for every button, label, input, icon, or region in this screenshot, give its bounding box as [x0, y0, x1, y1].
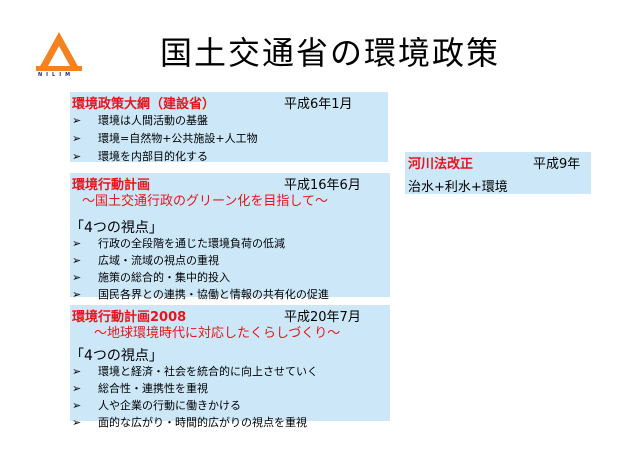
box1-heading: 環境政策大綱（建設省） — [72, 97, 216, 112]
box4-body: 治水+利水+環境 — [408, 180, 508, 195]
box-environment-policy-outline: 環境政策大綱（建設省） 平成6年1月 ➢環境は人間活動の基盤 ➢環境=自然物+公… — [70, 92, 388, 163]
box2-subtitle: ～国土交通行政のグリーン化を目指して～ — [82, 194, 328, 209]
box2-viewpoints: 「4つの視点」 — [70, 220, 163, 236]
box-environment-action-plan-2008: 環境行動計画2008 平成20年7月 ～地球環境時代に対応したくらしづくり～ 「… — [70, 305, 390, 429]
list-item: ➢環境=自然物+公共施設+人工物 — [72, 132, 258, 145]
nilim-logo-icon — [36, 32, 82, 71]
box3-viewpoints: 「4つの視点」 — [70, 348, 163, 364]
box3-date: 平成20年7月 — [284, 310, 361, 325]
logo-text: NILIM — [38, 72, 75, 78]
list-item: ➢人や企業の行動に働きかける — [72, 399, 241, 412]
list-item: ➢国民各界との連携・協働と情報の共有化の促進 — [72, 288, 329, 301]
box-environment-action-plan: 環境行動計画 平成16年6月 ～国土交通行政のグリーン化を目指して～ 「4つの視… — [70, 173, 390, 301]
box4-heading: 河川法改正 — [408, 157, 474, 172]
list-item: ➢総合性・連携性を重視 — [72, 382, 208, 395]
box2-heading: 環境行動計画 — [72, 178, 151, 193]
box1-date: 平成6年1月 — [284, 97, 353, 112]
box2-date: 平成16年6月 — [284, 178, 361, 193]
list-item: ➢施策の総合的・集中的投入 — [72, 271, 230, 284]
box4-date: 平成9年 — [533, 157, 581, 172]
box-river-law-revision: 河川法改正 平成9年 治水+利水+環境 — [405, 152, 591, 195]
list-item: ➢広域・流域の視点の重視 — [72, 254, 219, 267]
list-item: ➢行政の全段階を通じた環境負荷の低減 — [72, 237, 285, 250]
box3-heading: 環境行動計画2008 — [72, 310, 187, 325]
box3-subtitle: ～地球環境時代に対応したくらしづくり～ — [94, 326, 341, 341]
list-item: ➢面的な広がり・時間的広がりの視点を重視 — [72, 416, 307, 429]
page-title: 国土交通省の環境政策 — [160, 34, 501, 72]
list-item: ➢環境を内部目的化する — [72, 150, 208, 163]
list-item: ➢環境は人間活動の基盤 — [72, 114, 208, 127]
list-item: ➢環境と経済・社会を統合的に向上させていく — [72, 365, 318, 378]
